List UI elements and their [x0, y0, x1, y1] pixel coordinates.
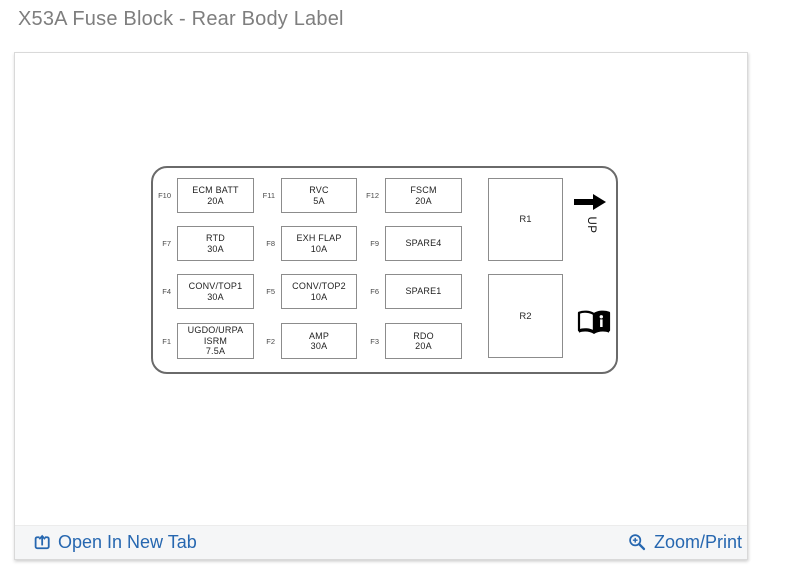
fuse-block-outline: F10 ECM BATT 20A F11 RVC 5A F12 FSCM 20A… — [151, 166, 618, 374]
fuse-f9: SPARE4 — [385, 226, 462, 261]
fuse-id-label: F10 — [158, 191, 171, 200]
relay-r2: R2 — [488, 274, 563, 358]
fuse-f2: AMP 30A — [281, 323, 357, 359]
fuse-f10: ECM BATT 20A — [177, 178, 254, 213]
fuse-id-label: F11 — [262, 191, 275, 200]
fuse-id-label: F4 — [162, 287, 171, 296]
open-in-new-tab-label: Open In New Tab — [58, 532, 197, 552]
relay-r1: R1 — [488, 178, 563, 261]
fuse-id-label: F8 — [266, 239, 275, 248]
zoom-print-label: Zoom/Print — [653, 532, 742, 552]
fuse-f5: CONV/TOP2 10A — [281, 274, 357, 309]
right-arrow-icon — [574, 194, 606, 210]
diagram-panel: F10 ECM BATT 20A F11 RVC 5A F12 FSCM 20A… — [14, 52, 748, 560]
fuse-id-label: F6 — [370, 287, 379, 296]
fuse-id-label: F1 — [162, 336, 171, 346]
footer-bar: Open In New Tab Zoom/Print — [15, 525, 747, 559]
fuse-id-label: F3 — [370, 336, 379, 346]
open-in-new-tab-link[interactable]: Open In New Tab — [34, 532, 197, 553]
page-title: X53A Fuse Block - Rear Body Label — [18, 8, 344, 30]
fuse-f7: RTD 30A — [177, 226, 254, 261]
orientation-label: UP — [585, 216, 597, 234]
fuse-f8: EXH FLAP 10A — [281, 226, 357, 261]
fuse-id-label: F7 — [162, 239, 171, 248]
fuse-f1: UGDO/URPA ISRM 7.5A — [177, 323, 254, 359]
fuse-id-label: F12 — [366, 191, 379, 200]
fuse-f6: SPARE1 — [385, 274, 462, 309]
fuse-id-label: F2 — [266, 336, 275, 346]
fuse-id-label: F9 — [370, 239, 379, 248]
fuse-f3: RDO 20A — [385, 323, 462, 359]
fuse-id-label: F5 — [266, 287, 275, 296]
manual-book-icon — [577, 310, 611, 334]
fuse-f11: RVC 5A — [281, 178, 357, 213]
zoom-magnifier-icon — [629, 534, 646, 551]
fuse-f4: CONV/TOP1 30A — [177, 274, 254, 309]
zoom-print-link[interactable]: Zoom/Print — [628, 532, 742, 553]
fuse-f12: FSCM 20A — [385, 178, 462, 213]
open-in-new-tab-icon — [34, 534, 50, 550]
